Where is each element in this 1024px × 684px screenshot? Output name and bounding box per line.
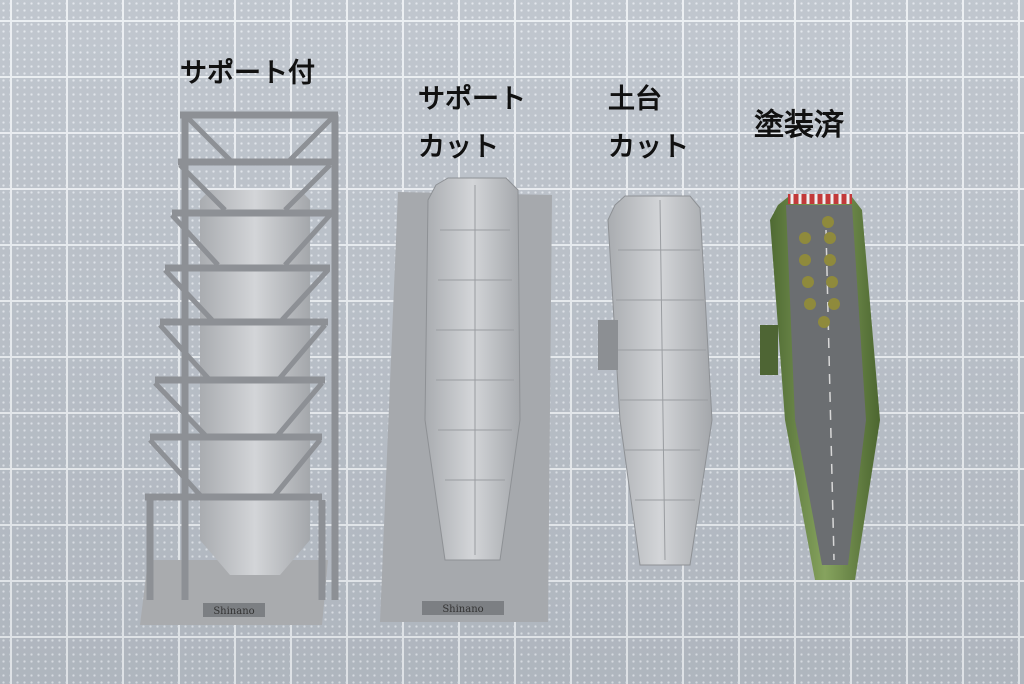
island-superstructure — [760, 325, 778, 375]
flight-deck — [786, 205, 866, 565]
label-base-cut-2: カット — [608, 132, 689, 163]
hull — [424, 177, 521, 561]
model-painted — [760, 194, 880, 580]
label-painted: 塗装済 — [754, 108, 844, 143]
nameplate-left — [203, 603, 265, 617]
hull — [607, 195, 713, 566]
deck-lines — [436, 185, 514, 555]
deck-stripes — [788, 194, 852, 204]
label-support-attached: サポート付 — [180, 58, 315, 89]
model-base-cut — [598, 195, 713, 566]
label-support-cut-1: サポート — [418, 84, 526, 115]
nameplate-middle-text: Shinano — [442, 604, 483, 615]
island-superstructure — [598, 320, 618, 370]
label-base-cut-1: 土台 — [608, 84, 662, 115]
model-with-supports: Shinano — [140, 111, 339, 625]
model-supports-cut: Shinano — [380, 177, 552, 622]
nameplate-left-text: Shinano — [213, 606, 254, 617]
support-frame — [145, 111, 339, 600]
nameplate-middle — [422, 601, 504, 615]
deck-lines — [616, 199, 708, 561]
label-support-cut-2: カット — [418, 132, 499, 163]
aircraft-on-deck — [799, 216, 840, 328]
